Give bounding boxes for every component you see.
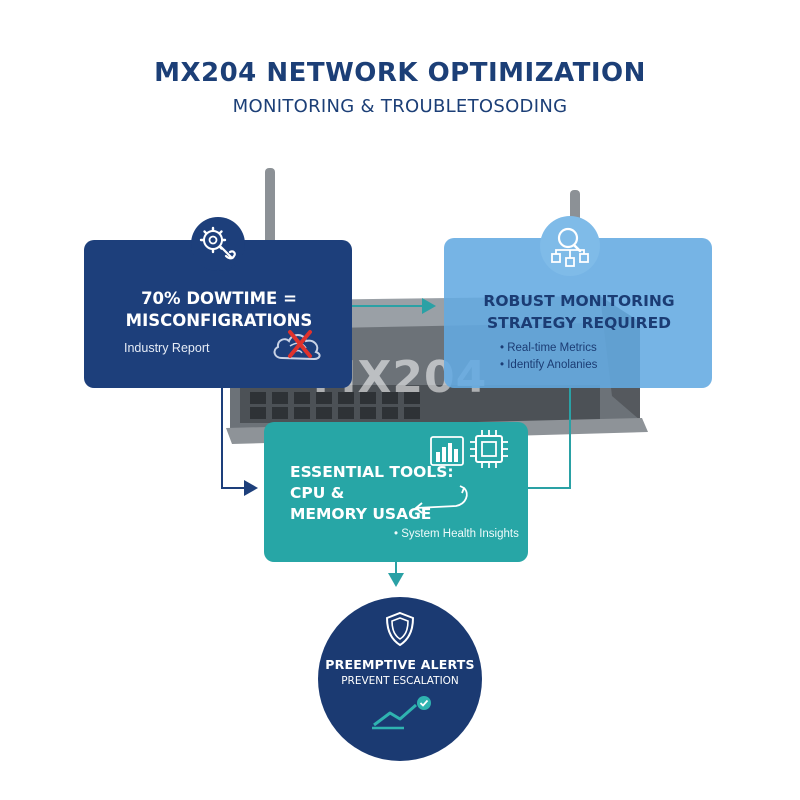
monitoring-card-list: Real-time Metrics Identify Anolanies — [500, 340, 597, 374]
left-antenna — [265, 168, 275, 248]
magnifier-network-icon — [540, 216, 600, 276]
trend-check-icon — [372, 696, 431, 730]
page-subtitle: MONITORING & TROUBLETOSODING — [232, 96, 568, 117]
monitoring-card-title: ROBUST MONITORING STRATEGY REQUIRED — [483, 292, 675, 332]
bidirectional-arrow-icon — [414, 485, 468, 514]
page-title: MX204 NETWORK OPTIMIZATION — [154, 58, 646, 88]
list-item: Real-time Metrics — [500, 340, 597, 357]
downtime-card-source: Industry Report — [124, 341, 210, 355]
tools-card-note: System Health Insights — [394, 528, 519, 540]
connector-downtime-to-tools — [221, 388, 258, 496]
downtime-card-title: 70% DOWTIME = MISCONFIGRATIONS — [125, 289, 313, 330]
cloud-error-icon — [273, 330, 321, 361]
alerts-title: PREEMPTIVE ALERTS — [325, 657, 475, 672]
tools-card-title: ESSENTIAL TOOLS: CPU & MEMORY USAGE — [290, 463, 454, 523]
alerts-circle: PREEMPTIVE ALERTS PREVENT ESCALATION — [318, 597, 482, 761]
alerts-subtitle: PREVENT ESCALATION — [341, 675, 459, 687]
gear-wrench-icon — [191, 217, 245, 271]
bar-chart-icon — [430, 436, 464, 466]
cpu-chip-icon — [470, 430, 508, 468]
connector-monitoring-to-tools — [528, 388, 571, 489]
router-ports — [250, 392, 420, 419]
tools-card: ESSENTIAL TOOLS: CPU & MEMORY USAGE Syst… — [264, 422, 528, 562]
shield-icon — [385, 611, 415, 647]
list-item: Identify Anolanies — [500, 357, 597, 374]
